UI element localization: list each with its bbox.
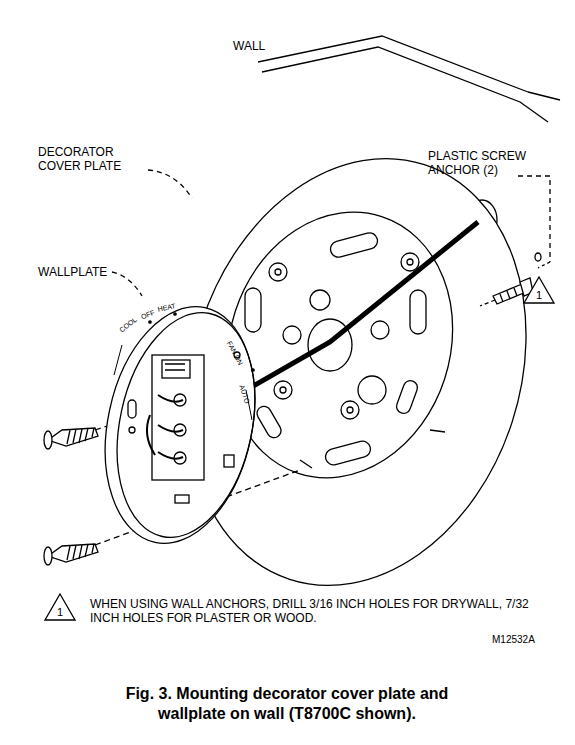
leader-line [148, 170, 192, 198]
mounting-screw [44, 544, 98, 565]
switch-marking: COOL [118, 316, 139, 335]
leader-line [112, 272, 142, 296]
wall-edge [528, 92, 560, 100]
wallplate-rim [98, 300, 275, 550]
switch-marking: OFF [140, 309, 156, 322]
decorator-cover-plate [135, 114, 575, 629]
part-label: DECORATOR COVER PLATE [38, 146, 138, 174]
thermostat-wires [220, 222, 478, 405]
callout-number: 1 [44, 606, 76, 618]
callout-number: 1 [523, 289, 555, 301]
part-label: PLASTIC SCREW ANCHOR (2) [428, 150, 536, 178]
callout-triangle: 1 [44, 593, 76, 621]
callout-triangle: 1 [523, 276, 555, 304]
cover-plate-slots [225, 231, 445, 468]
figure-caption: Fig. 3. Mounting decorator cover plate a… [107, 684, 467, 724]
leader-line [480, 300, 495, 306]
part-label: WALLPLATE [38, 266, 107, 280]
wall-edge [262, 47, 548, 122]
wallplate-details [114, 313, 254, 503]
leader-line [518, 176, 550, 262]
part-label: WALL [233, 40, 265, 54]
wallplate [85, 293, 276, 558]
mounting-screw [44, 428, 98, 449]
note-text: WHEN USING WALL ANCHORS, DRILL 3/16 INCH… [90, 598, 530, 626]
anchor-hole [535, 253, 541, 261]
leader-line [538, 262, 550, 268]
figure-code: M12532A [492, 634, 535, 646]
